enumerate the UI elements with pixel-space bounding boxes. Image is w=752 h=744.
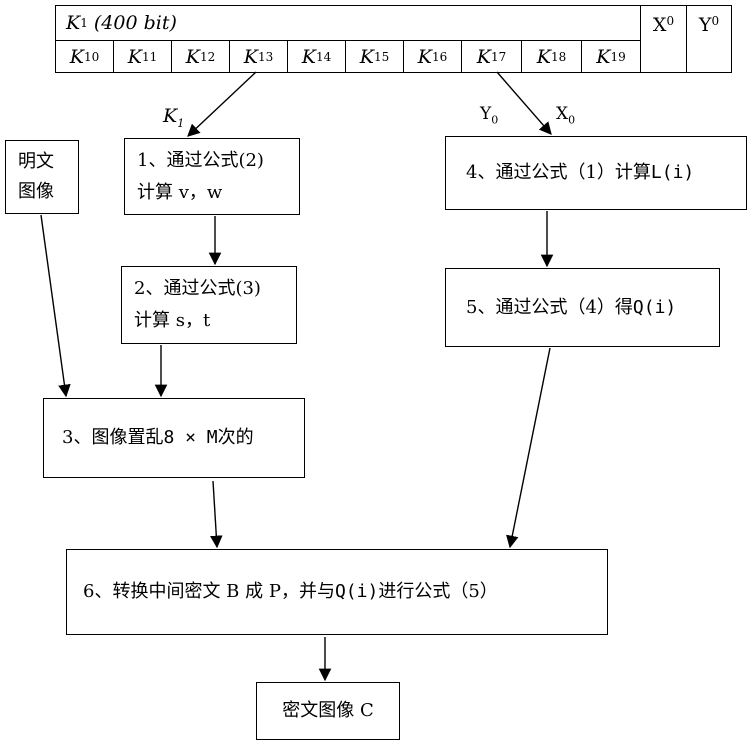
arrow-step5-to-step6 (510, 348, 550, 547)
arrow-step3-to-step6 (213, 481, 217, 547)
arrow-k17-to-step4 (497, 72, 551, 134)
arrow-k13-to-step1 (188, 72, 256, 136)
arrow-plaintext-to-step3 (41, 215, 66, 396)
